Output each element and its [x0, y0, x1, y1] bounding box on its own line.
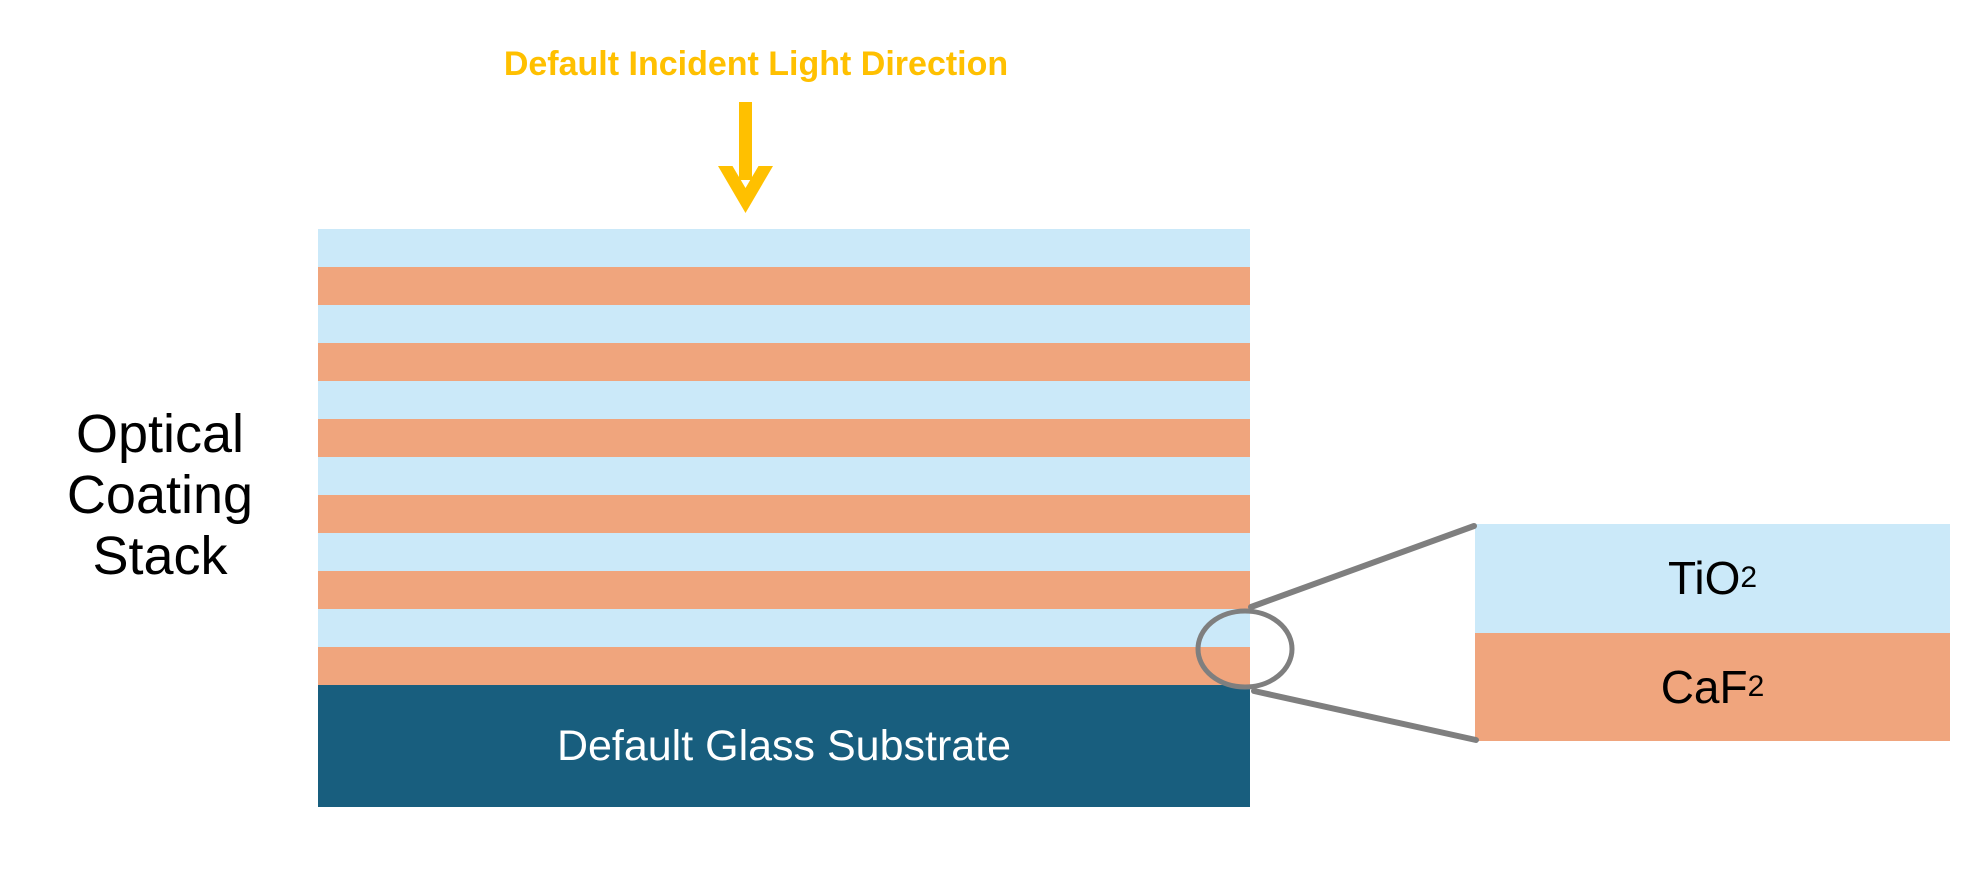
down-arrow-icon: [718, 166, 773, 213]
substrate-label: Default Glass Substrate: [556, 721, 1012, 770]
stack-layer-caf2: [318, 343, 1250, 381]
stack-layer-tio2: [318, 457, 1250, 495]
stack-label-line: Coating: [66, 465, 254, 525]
incident-light-arrow-stem: [739, 102, 752, 180]
stack-label-line: Optical: [75, 404, 245, 464]
stack-label: Optical Coating Stack: [20, 404, 300, 587]
stack-layer-tio2: [318, 381, 1250, 419]
stack-layer-caf2: [318, 419, 1250, 457]
stack-layer-caf2: [318, 571, 1250, 609]
material-formula-subscript: 2: [1740, 561, 1758, 595]
stack-layer-tio2: [318, 609, 1250, 647]
incident-light-title: Default Incident Light Direction: [503, 45, 1009, 83]
stack-layer-tio2: [318, 305, 1250, 343]
material-formula: TiO: [1667, 552, 1741, 605]
stack-layer-tio2: [318, 229, 1250, 267]
callout-line-top: [1248, 523, 1477, 610]
stack-layer-tio2: [318, 533, 1250, 571]
callout-line-bottom: [1251, 688, 1479, 743]
material-formula: CaF: [1660, 660, 1748, 713]
stack-layer-caf2: [318, 267, 1250, 305]
stack-layer-caf2: [318, 647, 1250, 685]
glass-substrate: Default Glass Substrate: [318, 685, 1250, 807]
stack-layer-caf2: [318, 495, 1250, 533]
material-formula-subscript: 2: [1747, 669, 1765, 703]
stack-label-line: Stack: [92, 526, 228, 586]
coating-stack: [318, 229, 1250, 685]
